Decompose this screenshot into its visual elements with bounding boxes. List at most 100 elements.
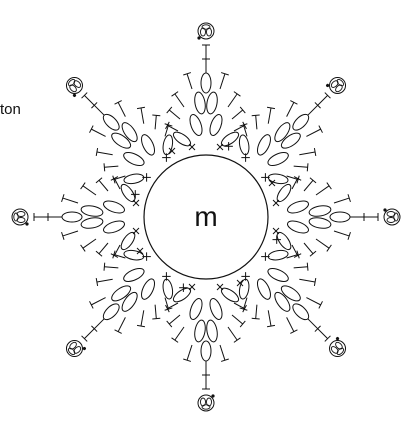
chain-oval (292, 113, 310, 131)
tall-stitch (61, 230, 79, 240)
tall-stitch (293, 163, 309, 172)
single-crochet (168, 147, 176, 155)
tall-stitch (114, 317, 126, 334)
stitch-stem (291, 244, 299, 256)
stitch-bar (239, 123, 248, 127)
tall-stitch (266, 106, 276, 124)
stitch-bar (251, 317, 260, 320)
side-chain-oval (120, 231, 136, 251)
stitch-stem (255, 304, 258, 319)
side-chain-oval (238, 278, 250, 300)
stitch-stem (91, 297, 106, 306)
stitch-stem (233, 302, 245, 310)
stitch-bar (296, 175, 300, 184)
cross-b (216, 283, 224, 291)
stitch-bar (239, 307, 248, 311)
tall-stitch (231, 106, 246, 120)
chain-oval (206, 91, 218, 115)
bead-petal (335, 341, 343, 350)
tall-stitch (333, 194, 351, 204)
picot-bead (11, 208, 29, 226)
cross-b (245, 272, 247, 281)
chain-oval (141, 134, 156, 156)
bead-petal (67, 347, 76, 356)
tall-stitch (95, 177, 109, 192)
tall-stitch (219, 72, 229, 90)
stitch-bar (136, 106, 146, 110)
single-crochet (136, 247, 144, 255)
stitch-bar (61, 231, 65, 240)
chain-oval (189, 114, 203, 136)
bead-outline (197, 394, 215, 412)
tall-stitch (266, 310, 276, 328)
side-chain-oval (220, 131, 240, 147)
tall-stitch (103, 262, 119, 271)
stitch-stem (315, 238, 330, 249)
stitch-bar (347, 231, 351, 240)
bead-dot (326, 83, 330, 88)
stitch-bar (152, 317, 161, 320)
single-crochet (272, 227, 280, 235)
tall-stitch (315, 238, 332, 252)
bead-petal (69, 84, 77, 93)
stitch-bar (220, 72, 229, 76)
stitch-bar (164, 307, 173, 311)
stitch-stem (154, 304, 157, 319)
side-chain-oval (162, 278, 174, 300)
cross-b (188, 143, 196, 151)
tall-stitch (233, 121, 247, 132)
stitch-bar (296, 250, 300, 259)
stitch-stem (286, 317, 295, 332)
tall-stitch (291, 244, 302, 258)
tall-stitch (219, 344, 229, 362)
picot-bead (383, 208, 401, 226)
stitch-stem (306, 297, 321, 306)
stitch-bar (61, 194, 65, 203)
tip-bar (81, 92, 88, 99)
tall-stitch (80, 182, 97, 196)
magic-ring-label: m (194, 201, 217, 232)
single-crochet (188, 143, 196, 151)
stitch-stem (267, 107, 272, 124)
stitch-bar (290, 329, 298, 334)
stitch-stem (62, 197, 79, 204)
chain-oval (209, 114, 223, 136)
stitch-bar (242, 121, 247, 130)
chain-oval (292, 303, 310, 321)
bead-petal (336, 78, 345, 87)
stitch-bar (290, 100, 298, 105)
stitch-bar (110, 176, 119, 181)
side-chain-oval (172, 131, 192, 147)
bead-outline (197, 22, 215, 40)
cross-b (236, 279, 244, 287)
tall-stitch (61, 194, 79, 204)
bead-petal (200, 27, 206, 37)
bead-petal (73, 346, 82, 354)
tall-stitch (291, 176, 302, 190)
stitch-bar (112, 175, 116, 184)
stitch-stem (227, 93, 238, 108)
chain-oval (256, 278, 271, 300)
tip-bar (81, 335, 88, 342)
stitch-bar (293, 176, 302, 181)
tip-bar (324, 335, 331, 342)
bead-outline (65, 76, 83, 94)
stitch-stem (96, 278, 113, 283)
stitch-bar (80, 182, 86, 190)
stitch-stem (174, 326, 185, 341)
chain-oval (280, 285, 301, 302)
single-crochet (241, 272, 250, 281)
arm-2 (224, 76, 347, 185)
chain-oval (103, 220, 125, 234)
tall-stitch (110, 244, 121, 258)
chain-oval (189, 298, 203, 320)
magic-ring (143, 154, 269, 280)
bead-dot (25, 222, 29, 226)
chain-oval (287, 200, 309, 214)
bead-petal (393, 212, 399, 222)
stitch-stem (113, 178, 121, 190)
single-crochet (272, 235, 281, 244)
cross-b (179, 287, 188, 289)
stitch-bar (89, 301, 94, 309)
stitch-bar (266, 324, 276, 328)
